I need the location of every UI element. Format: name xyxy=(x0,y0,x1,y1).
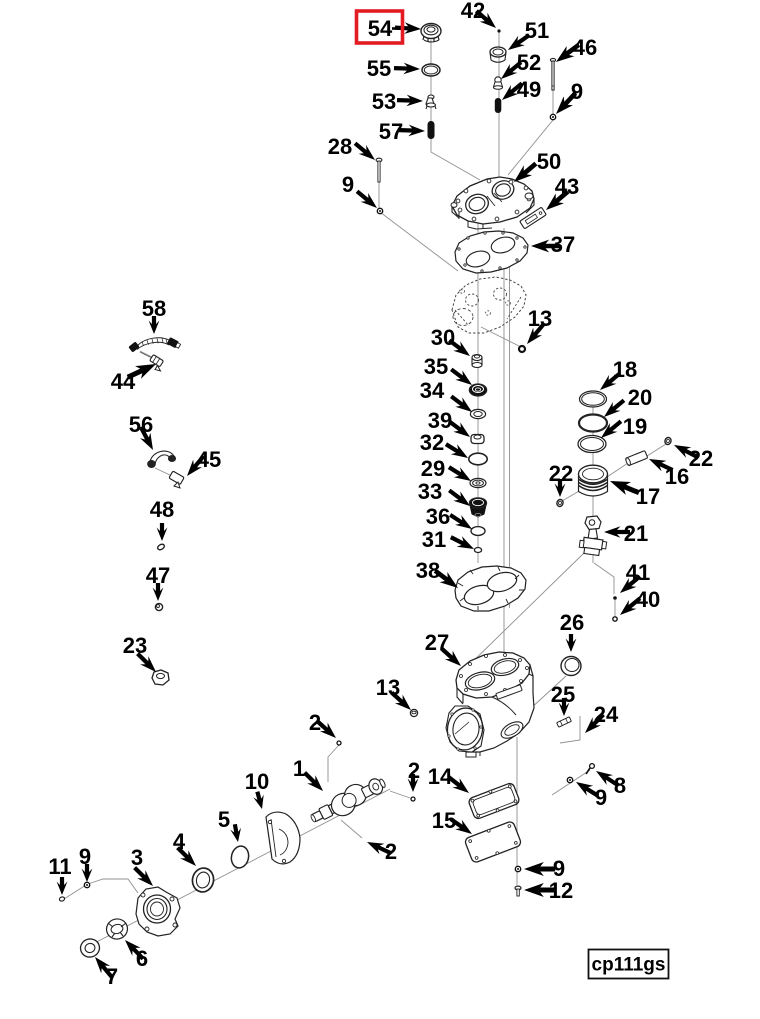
svg-text:54: 54 xyxy=(368,16,393,41)
svg-text:9: 9 xyxy=(342,172,354,197)
svg-text:1: 1 xyxy=(293,756,305,781)
svg-text:42: 42 xyxy=(461,0,485,23)
svg-text:cp111gs: cp111gs xyxy=(592,955,666,976)
svg-text:12: 12 xyxy=(549,878,573,903)
svg-text:2: 2 xyxy=(408,758,420,783)
svg-text:31: 31 xyxy=(422,527,446,552)
svg-text:44: 44 xyxy=(111,369,136,394)
svg-text:2: 2 xyxy=(309,710,321,735)
svg-text:13: 13 xyxy=(376,675,400,700)
svg-text:37: 37 xyxy=(551,232,575,257)
svg-text:38: 38 xyxy=(416,558,440,583)
svg-text:47: 47 xyxy=(146,563,170,588)
svg-text:22: 22 xyxy=(689,446,713,471)
svg-text:45: 45 xyxy=(197,447,221,472)
svg-text:58: 58 xyxy=(142,296,166,321)
svg-text:26: 26 xyxy=(560,610,584,635)
svg-text:22: 22 xyxy=(549,461,573,486)
svg-text:14: 14 xyxy=(428,764,453,789)
svg-text:19: 19 xyxy=(623,414,647,439)
svg-text:41: 41 xyxy=(626,560,650,585)
svg-text:3: 3 xyxy=(131,845,143,870)
svg-text:53: 53 xyxy=(372,89,396,114)
svg-text:9: 9 xyxy=(595,785,607,810)
svg-text:28: 28 xyxy=(328,134,352,159)
svg-text:43: 43 xyxy=(555,174,579,199)
svg-text:46: 46 xyxy=(573,35,597,60)
svg-text:15: 15 xyxy=(432,808,456,833)
svg-text:18: 18 xyxy=(613,357,637,382)
svg-text:24: 24 xyxy=(594,702,619,727)
svg-text:23: 23 xyxy=(123,633,147,658)
svg-text:9: 9 xyxy=(571,79,583,104)
svg-text:50: 50 xyxy=(537,149,561,174)
svg-text:6: 6 xyxy=(136,946,148,971)
svg-text:9: 9 xyxy=(79,844,91,869)
svg-text:48: 48 xyxy=(150,497,174,522)
svg-text:40: 40 xyxy=(636,587,660,612)
svg-text:49: 49 xyxy=(517,77,541,102)
svg-text:57: 57 xyxy=(379,119,403,144)
svg-text:35: 35 xyxy=(424,354,448,379)
svg-text:36: 36 xyxy=(426,504,450,529)
svg-text:55: 55 xyxy=(367,56,391,81)
svg-text:51: 51 xyxy=(525,18,549,43)
svg-text:20: 20 xyxy=(628,385,652,410)
svg-text:8: 8 xyxy=(614,773,626,798)
svg-text:30: 30 xyxy=(431,325,455,350)
svg-text:32: 32 xyxy=(420,430,444,455)
svg-text:56: 56 xyxy=(129,412,153,437)
svg-text:17: 17 xyxy=(636,484,660,509)
svg-text:9: 9 xyxy=(553,856,565,881)
svg-text:27: 27 xyxy=(425,630,449,655)
svg-text:5: 5 xyxy=(218,807,230,832)
svg-text:7: 7 xyxy=(106,964,118,989)
svg-text:16: 16 xyxy=(665,464,689,489)
svg-text:39: 39 xyxy=(428,408,452,433)
svg-text:33: 33 xyxy=(418,479,442,504)
svg-text:25: 25 xyxy=(551,682,575,707)
svg-text:21: 21 xyxy=(624,521,648,546)
svg-text:13: 13 xyxy=(528,306,552,331)
svg-text:11: 11 xyxy=(48,854,71,879)
svg-text:34: 34 xyxy=(420,378,445,403)
svg-text:2: 2 xyxy=(385,839,397,864)
svg-text:29: 29 xyxy=(421,456,445,481)
svg-text:4: 4 xyxy=(173,829,186,854)
svg-text:52: 52 xyxy=(517,50,541,75)
svg-text:10: 10 xyxy=(245,769,269,794)
